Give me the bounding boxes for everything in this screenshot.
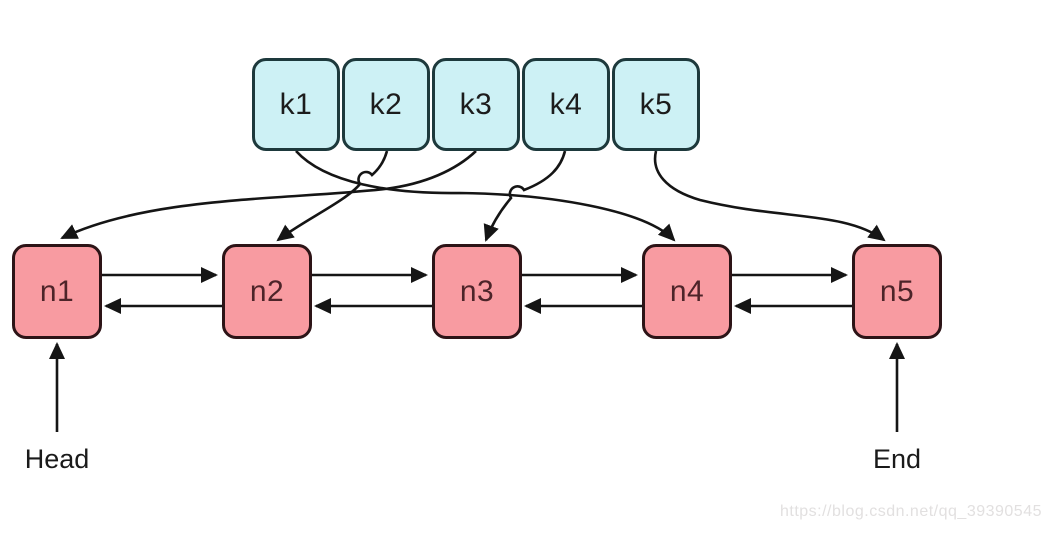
- key-label: k3: [459, 87, 493, 121]
- key-box-k1: k1: [252, 58, 340, 151]
- node-box-n5: n5: [852, 244, 942, 339]
- edge-k5-to-n5: [653, 150, 886, 242]
- key-box-k4: k4: [522, 58, 610, 151]
- node-box-n3: n3: [432, 244, 522, 339]
- edge-k1-to-n4: [295, 150, 676, 242]
- head-label: Head: [24, 444, 90, 474]
- key-label: k4: [549, 87, 583, 121]
- node-label: n4: [669, 274, 705, 308]
- node-box-n4: n4: [642, 244, 732, 339]
- key-label: k1: [279, 87, 313, 121]
- node-box-n2: n2: [222, 244, 312, 339]
- node-label: n3: [459, 274, 495, 308]
- watermark: https://blog.csdn.net/qq_39390545: [779, 503, 1042, 520]
- edge-k4-to-n3: [483, 150, 567, 242]
- key-label: k2: [369, 87, 403, 121]
- key-box-k3: k3: [432, 58, 520, 151]
- key-label: k5: [639, 87, 673, 121]
- node-box-n1: n1: [12, 244, 102, 339]
- key-box-k5: k5: [612, 58, 700, 151]
- key-box-k2: k2: [342, 58, 430, 151]
- node-label: n5: [879, 274, 915, 308]
- end-label: End: [872, 444, 922, 474]
- edge-k2-to-n2: [276, 150, 389, 242]
- edge-k3-to-n1: [60, 150, 477, 240]
- node-label: n1: [39, 274, 75, 308]
- node-label: n2: [249, 274, 285, 308]
